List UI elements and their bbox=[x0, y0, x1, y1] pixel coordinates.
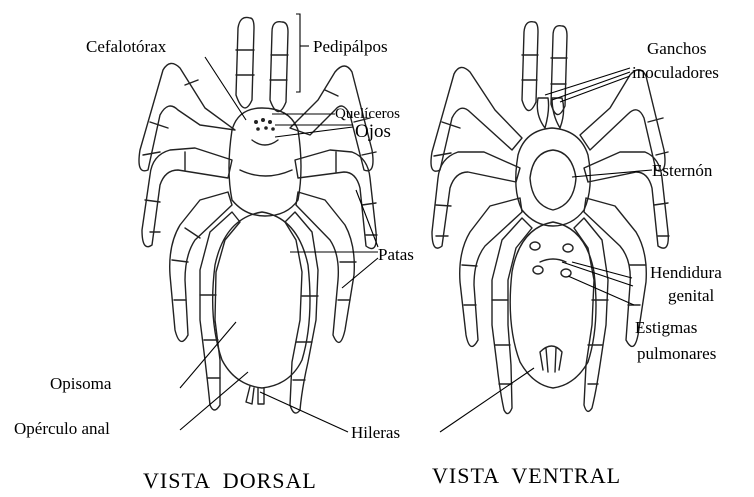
caption-dorsal: VISTA DORSAL bbox=[143, 468, 317, 493]
leader-lines bbox=[180, 14, 652, 432]
label-ganchos-line2: inoculadores bbox=[632, 63, 719, 82]
label-estigmas-line2: pulmonares bbox=[637, 344, 716, 363]
ventral-opisthosoma bbox=[510, 222, 596, 388]
dorsal-eyes bbox=[254, 118, 275, 131]
ventral-pedipalp-left bbox=[522, 22, 538, 111]
ventral-sternum bbox=[530, 150, 576, 210]
ventral-leg-right-4 bbox=[574, 218, 608, 411]
label-ojos: Ojos bbox=[355, 121, 391, 142]
ventral-cephalothorax bbox=[516, 128, 591, 226]
label-hileras: Hileras bbox=[351, 423, 400, 442]
caption-ventral: VISTA VENTRAL bbox=[432, 463, 621, 488]
dorsal-pedipalp-right bbox=[270, 22, 288, 112]
label-hendidura-line1: Hendidura bbox=[650, 263, 722, 282]
label-cefalotorax: Cefalotórax bbox=[86, 37, 167, 56]
dorsal-leg-right-3 bbox=[296, 192, 354, 342]
label-esternon: Esternón bbox=[652, 161, 713, 180]
ventral-pedipalp-right bbox=[551, 26, 567, 115]
dorsal-cephalothorax bbox=[229, 108, 301, 216]
label-estigmas-line1: Estigmas bbox=[635, 318, 697, 337]
dorsal-labels: Cefalotórax Pedipálpos Quelíceros Ojos P… bbox=[14, 37, 414, 442]
ventral-labels: Ganchos inoculadores Esternón Hendidura … bbox=[632, 39, 722, 363]
label-opisoma: Opisoma bbox=[50, 374, 112, 393]
ventral-spinnerets bbox=[540, 346, 562, 372]
dorsal-spider-illustration bbox=[139, 17, 377, 413]
dorsal-pedipalp-left bbox=[236, 17, 254, 107]
dorsal-spinnerets bbox=[246, 386, 264, 404]
captions: VISTA DORSAL VISTA VENTRAL bbox=[143, 463, 621, 493]
label-pedipalpos: Pedipálpos bbox=[313, 37, 388, 56]
dorsal-leg-right-4 bbox=[285, 212, 318, 413]
dorsal-leg-left-4 bbox=[200, 212, 240, 410]
label-queliceros: Quelíceros bbox=[335, 106, 400, 122]
ventral-leg-left-1 bbox=[431, 67, 522, 171]
label-ganchos-line1: Ganchos bbox=[647, 39, 706, 58]
label-patas: Patas bbox=[378, 245, 414, 264]
label-operculo-anal: Opérculo anal bbox=[14, 419, 110, 438]
label-hendidura-line2: genital bbox=[668, 286, 715, 305]
dorsal-leg-left-1 bbox=[139, 63, 235, 170]
ventral-genital-slit bbox=[540, 259, 566, 262]
